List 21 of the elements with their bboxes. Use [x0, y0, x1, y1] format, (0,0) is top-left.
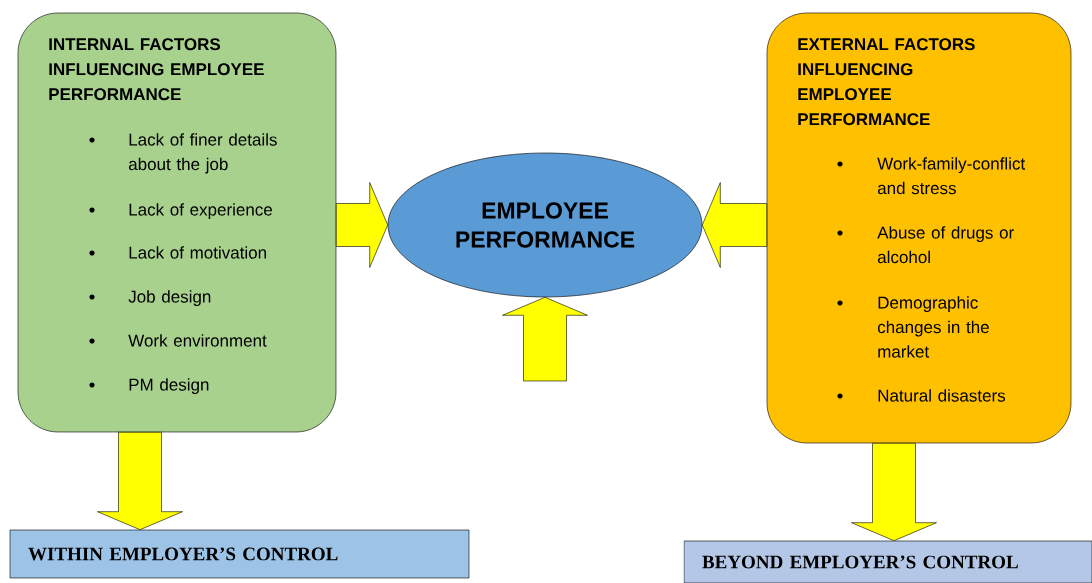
bullet-item: Work-family-conflict and stress [837, 157, 1026, 195]
bullet-item: Lack of motivation [89, 246, 266, 259]
factor-box [17, 12, 337, 433]
box-heading: INTERNAL FACTORS INFLUENCING EMPLOYEE PERFORMANCE [49, 38, 264, 101]
control-box: BEYOND EMPLOYER’S CONTROL [683, 540, 1092, 583]
block-arrow [851, 443, 937, 541]
block-arrow [97, 432, 183, 530]
factor-box [766, 12, 1072, 444]
block-arrow [336, 182, 388, 268]
bullet-item: Job design [89, 290, 211, 307]
control-box: WITHIN EMPLOYER’S CONTROL [9, 529, 470, 579]
bullet-item: Lack of finer details about the job [89, 133, 277, 174]
block-arrow [502, 297, 588, 382]
box-heading: EXTERNAL FACTORS INFLUENCING EMPLOYEE PERFORMANCE [798, 38, 975, 126]
bullet-item: Demographic changes in the market [837, 296, 989, 358]
bullet-item: Abuse of drugs or alcohol [837, 226, 1014, 264]
bullet-item: Natural disasters [837, 389, 1006, 402]
bullet-item: PM design [89, 378, 209, 395]
bullet-item: Work environment [89, 334, 267, 347]
block-arrow [702, 182, 767, 268]
bullet-item: Lack of experience [89, 203, 272, 220]
